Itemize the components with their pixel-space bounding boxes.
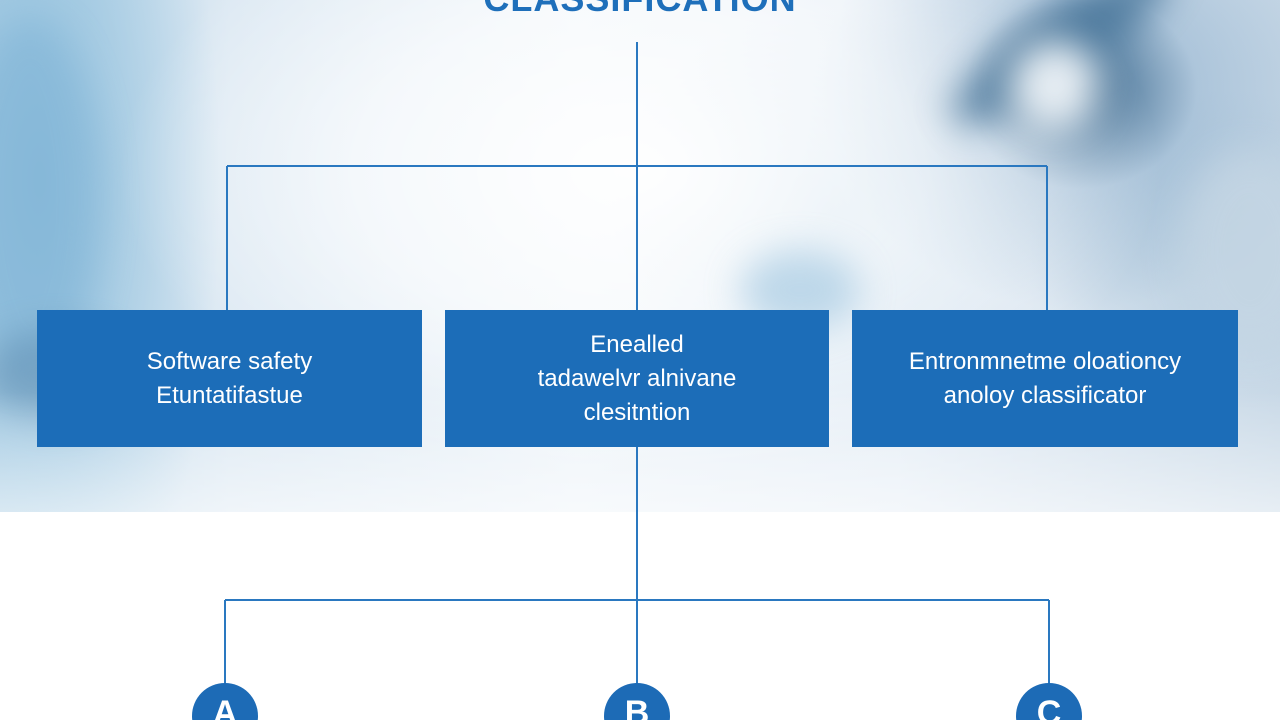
category-box-center: Enealled tadawelvr alnivane clesitntion: [445, 310, 829, 447]
box-text-line: Etuntatifastue: [156, 381, 303, 409]
category-box-left: Software safety Etuntatifastue: [37, 310, 422, 447]
box-text-line: tadawelvr alnivane: [537, 364, 737, 392]
box-text-line: anoloy classificator: [943, 381, 1147, 409]
category-box-right: Entronmnetme oloationcy anoloy classific…: [852, 310, 1238, 447]
box-text-line: Software safety: [146, 347, 313, 375]
box-text-line: Enealled: [590, 330, 684, 358]
diagram-title: CLASSIFICATION: [0, 0, 1280, 20]
box-text-line: clesitntion: [583, 398, 691, 426]
box-text-line: Entronmnetme oloationcy: [908, 347, 1182, 375]
